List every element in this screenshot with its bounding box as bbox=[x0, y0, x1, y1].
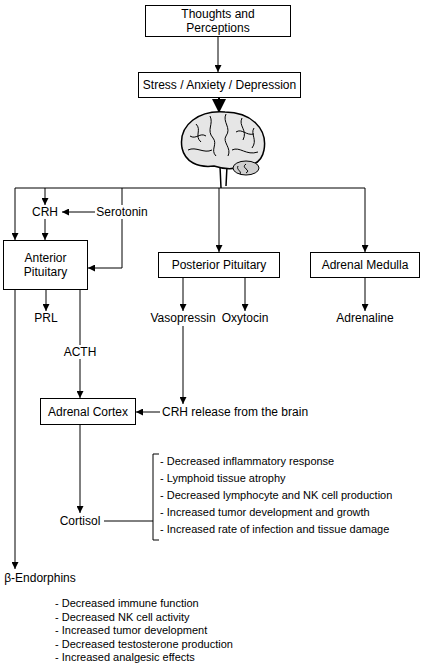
box-label: Stress / Anxiety / Depression bbox=[143, 78, 296, 92]
box-label: Thoughts and Perceptions bbox=[149, 7, 287, 35]
effect-item: - Increased analgesic effects bbox=[55, 650, 432, 664]
effect-item: - Increased tumor development bbox=[55, 623, 432, 637]
hormone-label: CRH release from the brain bbox=[162, 405, 432, 419]
effect-item: - Decreased NK cell activity bbox=[55, 610, 432, 624]
leader-line bbox=[104, 521, 153, 522]
hormone-label: Adrenaline bbox=[325, 311, 405, 325]
effect-item: - Increased rate of infection and tissue… bbox=[160, 522, 432, 536]
box-label: Anterior Pituitary bbox=[7, 251, 84, 279]
hormone-label: Serotonin bbox=[82, 205, 162, 219]
effect-item: - Decreased lymphocyte and NK cell produ… bbox=[160, 488, 432, 502]
branch-line bbox=[15, 188, 365, 189]
flow-arrow bbox=[80, 290, 81, 398]
effect-item: - Lymphoid tissue atrophy bbox=[160, 471, 432, 485]
hormone-label: PRL bbox=[6, 311, 86, 325]
branch-line bbox=[122, 188, 123, 205]
process-box: Anterior Pituitary bbox=[3, 240, 88, 290]
effect-item: - Increased tumor development and growth bbox=[160, 505, 432, 519]
hormone-arrow bbox=[365, 278, 366, 311]
branch-arrow bbox=[219, 188, 220, 252]
process-box: Thoughts and Perceptions bbox=[145, 5, 291, 37]
process-box: Stress / Anxiety / Depression bbox=[138, 72, 301, 98]
process-box: Adrenal Medulla bbox=[310, 252, 420, 278]
hormone-label: Vasopressin bbox=[143, 311, 223, 325]
hormone-label: Oxytocin bbox=[205, 311, 285, 325]
hormone-arrow bbox=[183, 326, 184, 404]
hormone-arrow bbox=[80, 425, 81, 513]
hormone-arrow bbox=[183, 278, 184, 311]
box-label: Posterior Pituitary bbox=[172, 258, 267, 272]
brain-illustration bbox=[182, 112, 265, 188]
process-box: Adrenal Cortex bbox=[40, 398, 136, 425]
branch-arrow bbox=[365, 188, 366, 252]
hormone-arrow bbox=[62, 212, 95, 213]
hormone-arrow bbox=[88, 219, 122, 268]
hormone-label: Cortisol bbox=[40, 514, 120, 528]
thick-arrow bbox=[218, 98, 220, 113]
hormone-arrow bbox=[15, 290, 16, 569]
hormone-arrow bbox=[136, 412, 160, 413]
box-label: Adrenal Cortex bbox=[48, 405, 128, 419]
effects-bracket bbox=[153, 454, 159, 540]
effect-item: - Decreased testosterone production bbox=[55, 637, 432, 651]
branch-arrow bbox=[45, 188, 46, 205]
edge-label: ACTH bbox=[60, 345, 100, 359]
hormone-arrow bbox=[46, 290, 47, 311]
hormone-arrow bbox=[245, 278, 246, 311]
effect-item: - Decreased inflammatory response bbox=[160, 454, 432, 468]
effect-item: - Decreased immune function bbox=[55, 596, 432, 610]
hormone-arrow bbox=[45, 219, 46, 240]
process-box: Posterior Pituitary bbox=[158, 252, 280, 278]
branch-arrow bbox=[15, 188, 16, 240]
hormone-label: β-Endorphins bbox=[0, 571, 80, 585]
flow-arrow bbox=[218, 37, 219, 72]
box-label: Adrenal Medulla bbox=[322, 258, 409, 272]
hormone-label: CRH bbox=[5, 205, 85, 219]
